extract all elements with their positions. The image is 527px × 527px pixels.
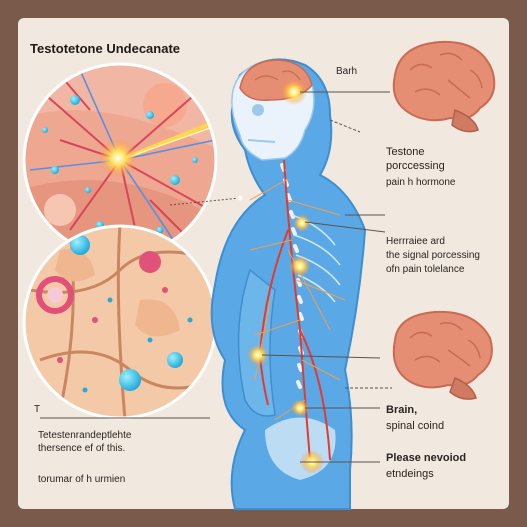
label-brain-lower-line2: spinal coind <box>386 420 445 432</box>
label-herr-line2: the signal porcessing <box>386 250 480 261</box>
human-body-figure <box>210 58 367 510</box>
label-herr-line3: ofn pain tolelance <box>386 264 465 275</box>
label-left-line2: thersence ef of this. <box>38 443 126 454</box>
label-testone-line1: Testone <box>386 146 425 158</box>
diagram-title: Testotetone Undecanate <box>30 41 181 56</box>
label-left-mark: T <box>34 404 41 415</box>
label-testone-line3: pain h hormone <box>386 177 456 188</box>
label-left-line3: torumar of h urmien <box>38 474 126 485</box>
brain-illustration-top <box>392 40 496 133</box>
magnified-nerve-cells-top <box>22 62 218 258</box>
leader-lines <box>40 91 392 463</box>
label-brain-top: Barh <box>336 66 358 77</box>
label-herr-line1: Herrraiee ard <box>386 236 445 247</box>
magnified-tissue-cells-bottom <box>22 224 218 420</box>
label-please-line2: etndeings <box>386 468 434 480</box>
label-please-line1: Please nevoiod <box>386 452 467 464</box>
label-brain-lower-line1: Brain, <box>386 404 418 416</box>
label-left-line1: Tetestenrandeptlehte <box>38 430 132 441</box>
brain-illustration-lower <box>392 310 493 400</box>
label-testone-line2: porccessing <box>386 160 445 172</box>
